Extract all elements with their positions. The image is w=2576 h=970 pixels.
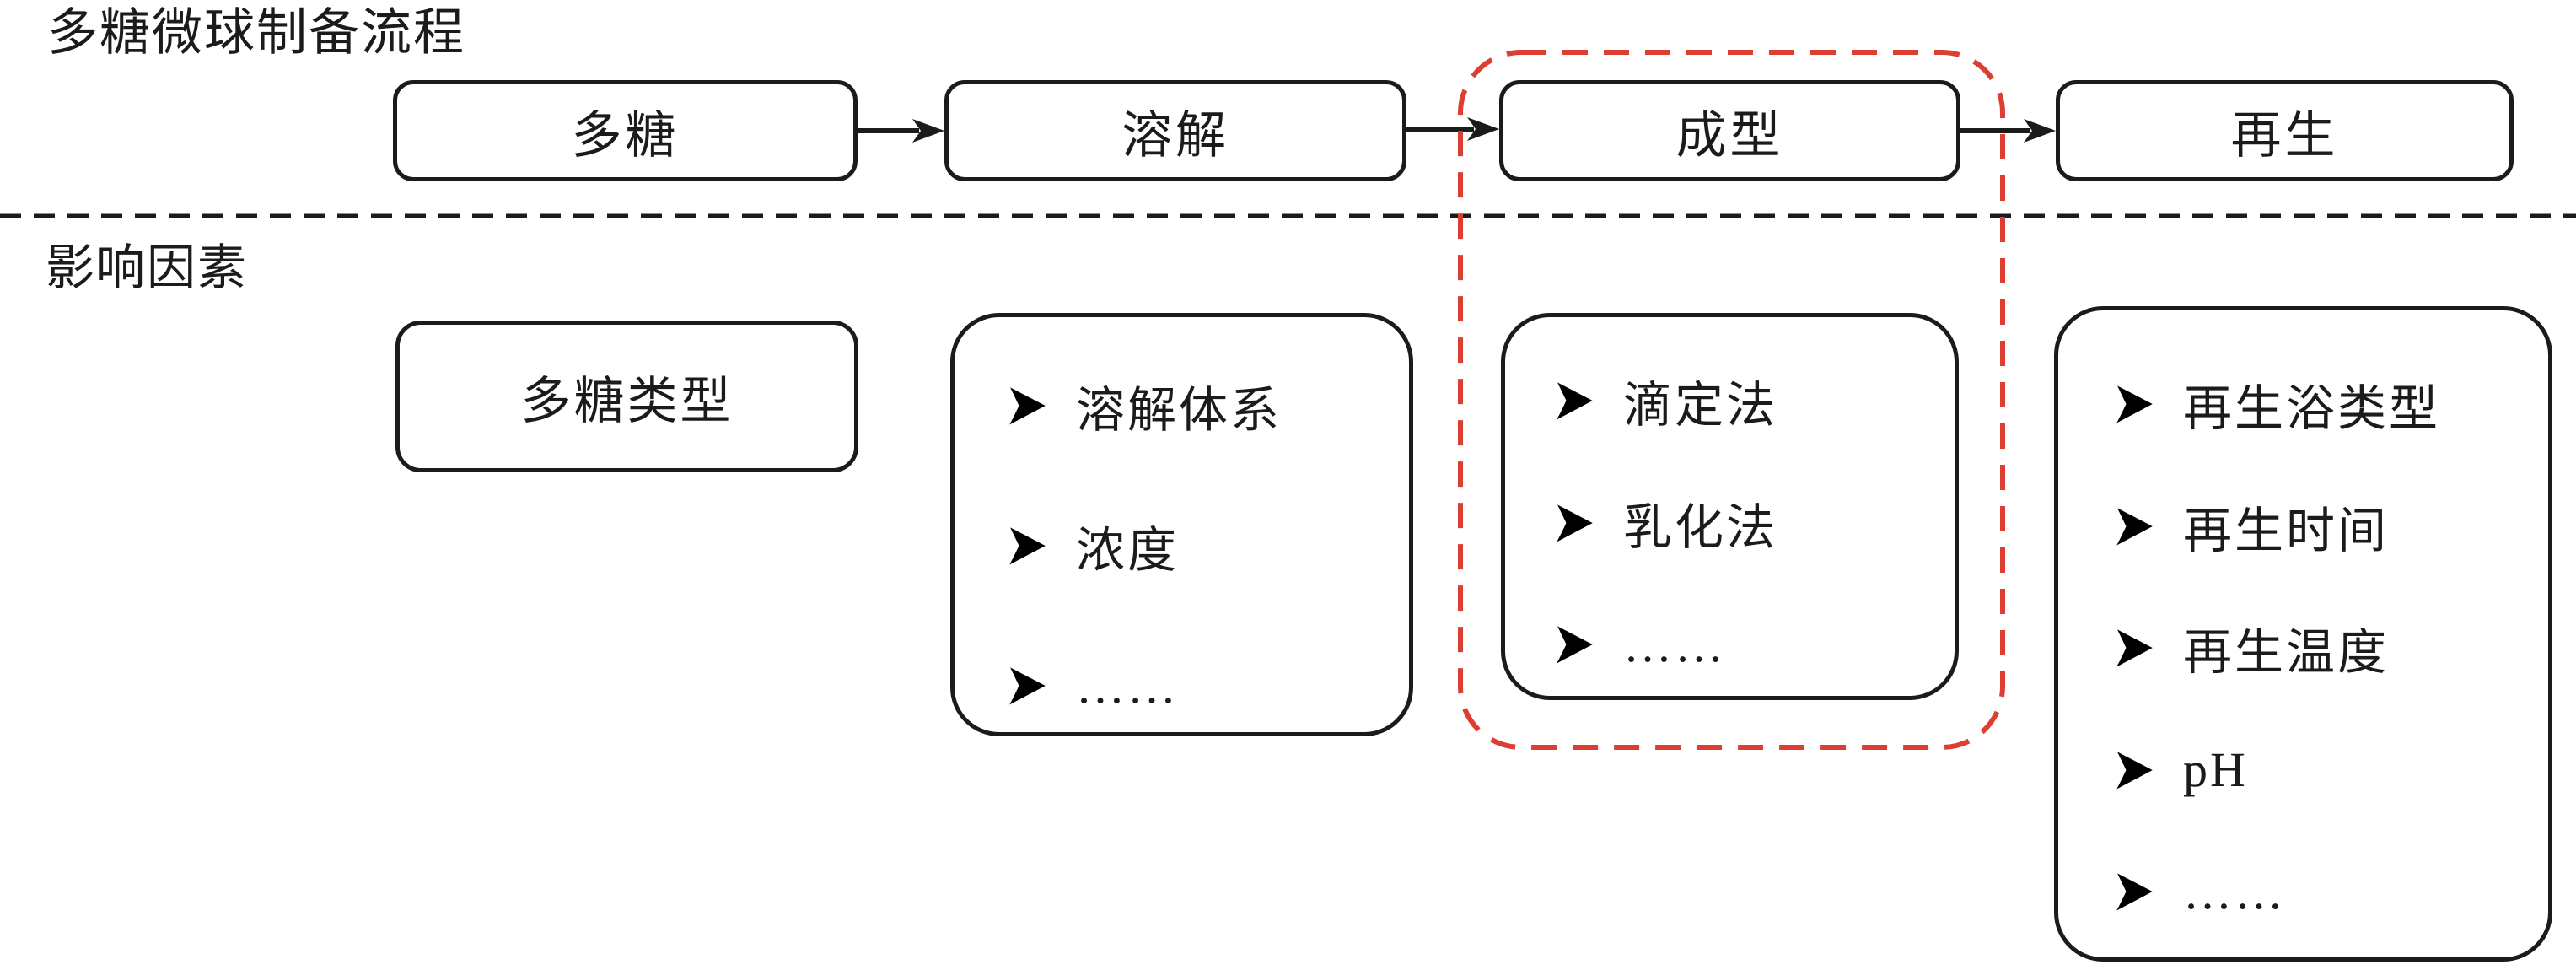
flow-step-label: 再生 — [2230, 107, 2339, 164]
flow-arrow-icon — [1406, 117, 1499, 141]
factor-item: 浓度 — [1005, 518, 1401, 578]
factor-item: pH — [2112, 742, 2540, 798]
factor-item-label: 滴定法 — [1623, 378, 1778, 433]
factor-item: 再生浴类型 — [2112, 376, 2540, 436]
dart-bullet-icon — [1557, 626, 1593, 664]
dart-bullet-icon — [1009, 667, 1046, 705]
dart-bullet-icon — [2116, 629, 2153, 667]
section-label: 影响因素 — [46, 240, 249, 295]
page-title: 多糖微球制备流程 — [47, 5, 465, 61]
flow-step-label: 多糖 — [571, 107, 680, 164]
dart-bullet-icon — [2116, 873, 2153, 911]
factor-item-label: 溶解体系 — [1076, 383, 1283, 438]
dart-bullet-icon — [1009, 387, 1046, 425]
factor-box-dissolution: 溶解体系 浓度 …… — [950, 313, 1413, 736]
dart-bullet-icon — [2116, 751, 2153, 789]
flow-arrow-icon — [1960, 119, 2056, 143]
factor-item-label: 再生时间 — [2183, 503, 2390, 558]
dart-bullet-icon — [2116, 507, 2153, 546]
factor-item: …… — [1552, 617, 1946, 672]
factor-item: 滴定法 — [1552, 373, 1946, 433]
factor-item-label: pH — [2183, 742, 2248, 797]
factor-item-label: 乳化法 — [1623, 499, 1778, 555]
factor-item-label: 浓度 — [1076, 523, 1180, 578]
dart-bullet-icon — [1557, 504, 1593, 542]
flow-arrow-icon — [858, 119, 944, 143]
factor-item: …… — [2112, 864, 2540, 919]
flow-step-label: 成型 — [1675, 107, 1784, 164]
factor-item-label: …… — [1076, 658, 1179, 714]
flow-step-dissolution: 溶解 — [944, 80, 1406, 181]
flow-step-regeneration: 再生 — [2056, 80, 2514, 181]
factor-label: 多糖类型 — [520, 373, 734, 429]
factor-item: 再生时间 — [2112, 498, 2540, 558]
dart-bullet-icon — [1557, 382, 1593, 420]
flow-step-label: 溶解 — [1121, 107, 1229, 164]
factor-item: …… — [1005, 658, 1401, 714]
factor-item-label: 再生浴类型 — [2183, 381, 2441, 436]
factor-box-polysaccharide: 多糖类型 — [395, 321, 858, 472]
factor-item-label: …… — [2183, 864, 2286, 919]
dart-bullet-icon — [1009, 527, 1046, 565]
factor-item: 溶解体系 — [1005, 378, 1401, 438]
factor-item: 再生温度 — [2112, 620, 2540, 680]
flow-step-polysaccharide: 多糖 — [393, 80, 858, 181]
factor-item-label: …… — [1623, 617, 1726, 672]
factor-box-regeneration: 再生浴类型 再生时间 再生温度 pH …… — [2054, 306, 2552, 962]
factor-item-label: 再生温度 — [2183, 625, 2390, 680]
factor-box-shaping: 滴定法 乳化法 …… — [1501, 313, 1959, 700]
factor-item: 乳化法 — [1552, 495, 1946, 555]
flow-step-shaping: 成型 — [1499, 80, 1960, 181]
dart-bullet-icon — [2116, 385, 2153, 423]
